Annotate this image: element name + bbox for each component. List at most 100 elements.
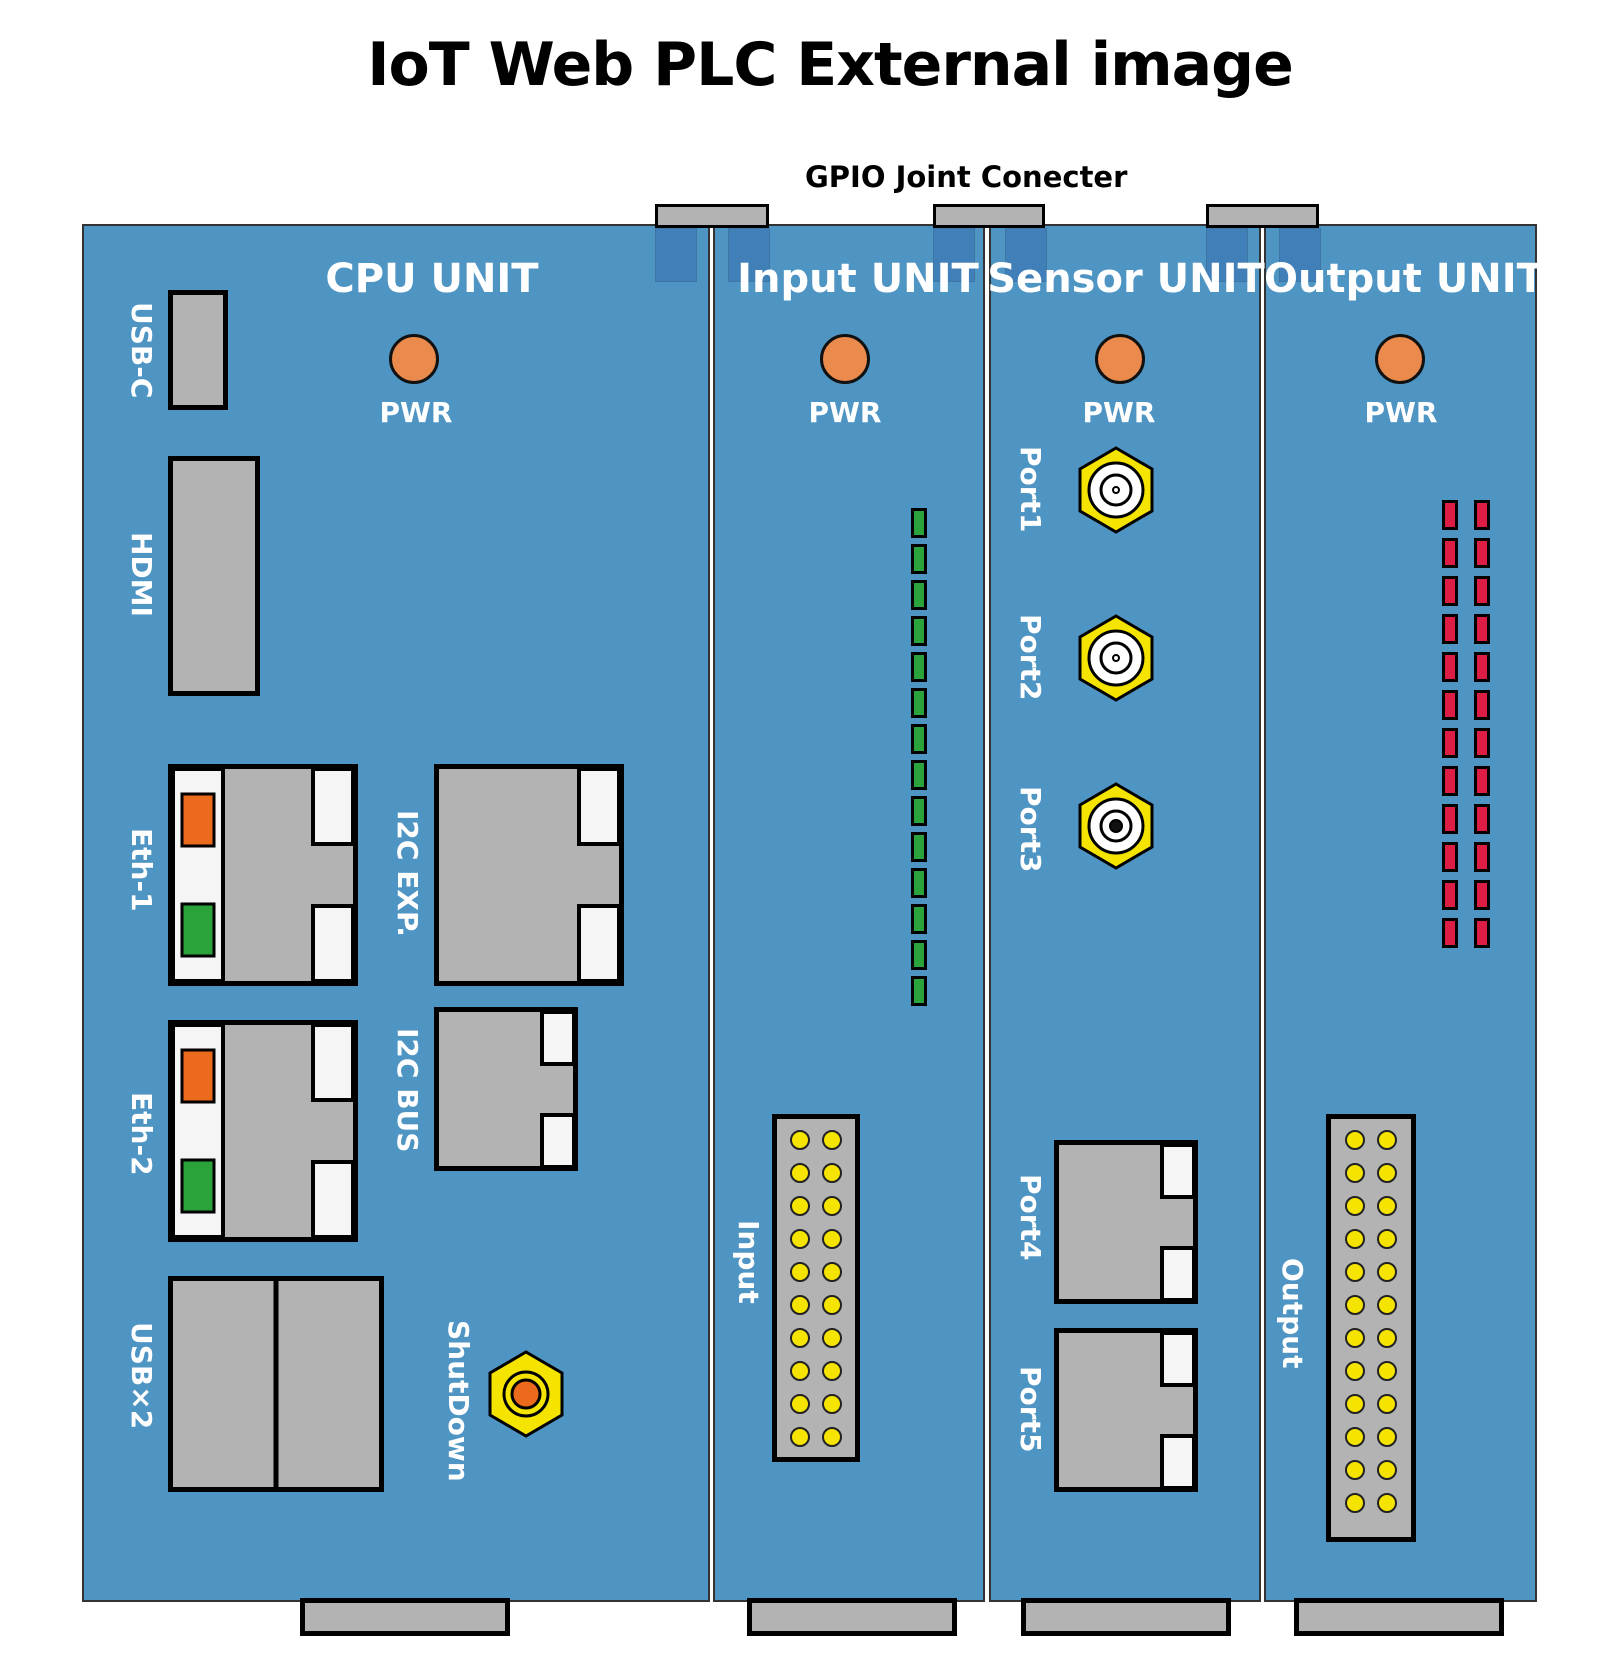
input-terminal-pin — [790, 1394, 810, 1414]
input-terminal-pin — [790, 1163, 810, 1183]
cpu-pwr-label: PWR — [379, 396, 453, 429]
input-terminal-pin — [822, 1229, 842, 1249]
output-indicator-led — [1474, 766, 1490, 796]
input-indicator-led — [911, 868, 927, 898]
output-indicator-led — [1442, 728, 1458, 758]
output-terminal-pin — [1345, 1262, 1365, 1282]
input-terminal-pin — [822, 1196, 842, 1216]
input-terminal-pin — [822, 1361, 842, 1381]
gpio-joint-connector — [1206, 204, 1319, 228]
input-terminal-pin — [790, 1229, 810, 1249]
output-unit-title: Output UNIT — [1264, 256, 1544, 302]
output-indicator-led — [1474, 842, 1490, 872]
output-terminal-pin — [1345, 1427, 1365, 1447]
input-terminal-pin — [790, 1328, 810, 1348]
gpio-joint-shadow — [655, 228, 697, 282]
input-pwr-label: PWR — [808, 396, 882, 429]
sensor-port3-label: Port3 — [1014, 786, 1047, 873]
input-indicator-led — [911, 616, 927, 646]
output-terminal-pin — [1345, 1163, 1365, 1183]
input-indicator-led — [911, 976, 927, 1006]
output-terminal-pin — [1377, 1262, 1397, 1282]
output-indicator-led — [1474, 918, 1490, 948]
gpio-joint-connector — [933, 204, 1045, 228]
diagram-title: IoT Web PLC External image — [367, 30, 1294, 100]
sensor-unit-title: Sensor UNIT — [987, 256, 1265, 302]
eth1-port — [168, 764, 358, 986]
input-indicator-led — [911, 724, 927, 754]
gpio-joint-shadow — [933, 228, 975, 282]
output-pwr-label: PWR — [1364, 396, 1438, 429]
sensor-pwr-led — [1095, 334, 1145, 384]
sensor-port1-connector — [1078, 446, 1154, 534]
input-pwr-led — [820, 334, 870, 384]
output-indicator-led — [1474, 500, 1490, 530]
input-terminal-label: Input — [732, 1220, 765, 1304]
input-terminal-block — [772, 1114, 860, 1462]
output-indicator-led — [1474, 614, 1490, 644]
output-terminal-pin — [1345, 1493, 1365, 1513]
output-terminal-pin — [1377, 1427, 1397, 1447]
output-indicator-led — [1442, 538, 1458, 568]
output-indicator-led — [1474, 652, 1490, 682]
output-indicator-led — [1442, 766, 1458, 796]
output-indicator-led — [1442, 918, 1458, 948]
i2c-exp-label: I2C EXP. — [391, 810, 424, 937]
output-terminal-pin — [1345, 1328, 1365, 1348]
sensor-port1-label: Port1 — [1014, 446, 1047, 533]
output-indicator-led — [1442, 880, 1458, 910]
input-terminal-pin — [822, 1394, 842, 1414]
output-terminal-pin — [1345, 1229, 1365, 1249]
input-terminal-pin — [790, 1196, 810, 1216]
sensor-port2-label: Port2 — [1014, 614, 1047, 701]
i2c-bus-port — [434, 1007, 578, 1171]
hdmi-port — [168, 456, 260, 696]
hdmi-label: HDMI — [125, 532, 158, 617]
usb-c-label: USB-C — [125, 302, 158, 399]
output-terminal-pin — [1345, 1460, 1365, 1480]
output-terminal-pin — [1377, 1229, 1397, 1249]
input-indicator-led — [911, 508, 927, 538]
eth2-port — [168, 1020, 358, 1242]
i2c-exp-port — [434, 764, 624, 986]
i2c-bus-label: I2C BUS — [391, 1028, 424, 1153]
usb-x2-port — [168, 1276, 384, 1492]
usb-x2-label: USB×2 — [125, 1322, 158, 1430]
output-indicator-led — [1442, 614, 1458, 644]
output-indicator-led — [1474, 690, 1490, 720]
sensor-pwr-label: PWR — [1082, 396, 1156, 429]
input-indicator-led — [911, 688, 927, 718]
input-indicator-led — [911, 832, 927, 862]
input-terminal-pin — [822, 1262, 842, 1282]
output-indicator-led — [1442, 804, 1458, 834]
output-indicator-led — [1442, 842, 1458, 872]
output-indicator-led — [1474, 728, 1490, 758]
sensor-port5-label: Port5 — [1014, 1366, 1047, 1453]
output-terminal-pin — [1345, 1196, 1365, 1216]
output-terminal-pin — [1377, 1493, 1397, 1513]
shutdown-button[interactable] — [486, 1350, 566, 1440]
input-terminal-pin — [790, 1361, 810, 1381]
output-pwr-led — [1375, 334, 1425, 384]
din-rail-clip — [1021, 1598, 1231, 1636]
input-indicator-led — [911, 580, 927, 610]
output-indicator-led — [1442, 576, 1458, 606]
sensor-port5-connector — [1054, 1328, 1198, 1492]
output-terminal-pin — [1377, 1460, 1397, 1480]
output-terminal-pin — [1377, 1196, 1397, 1216]
output-terminal-pin — [1377, 1130, 1397, 1150]
output-terminal-pin — [1377, 1394, 1397, 1414]
gpio-joint-shadow — [1005, 228, 1047, 282]
output-terminal-pin — [1377, 1328, 1397, 1348]
output-terminal-block — [1326, 1114, 1416, 1542]
output-terminal-pin — [1345, 1295, 1365, 1315]
input-indicator-led — [911, 544, 927, 574]
gpio-joint-label: GPIO Joint Conecter — [805, 160, 1128, 194]
output-indicator-led — [1442, 500, 1458, 530]
sensor-port3-connector — [1078, 782, 1154, 870]
input-terminal-pin — [790, 1427, 810, 1447]
input-terminal-pin — [822, 1295, 842, 1315]
usb-c-port — [168, 290, 228, 410]
output-terminal-pin — [1377, 1163, 1397, 1183]
output-indicator-led — [1442, 690, 1458, 720]
